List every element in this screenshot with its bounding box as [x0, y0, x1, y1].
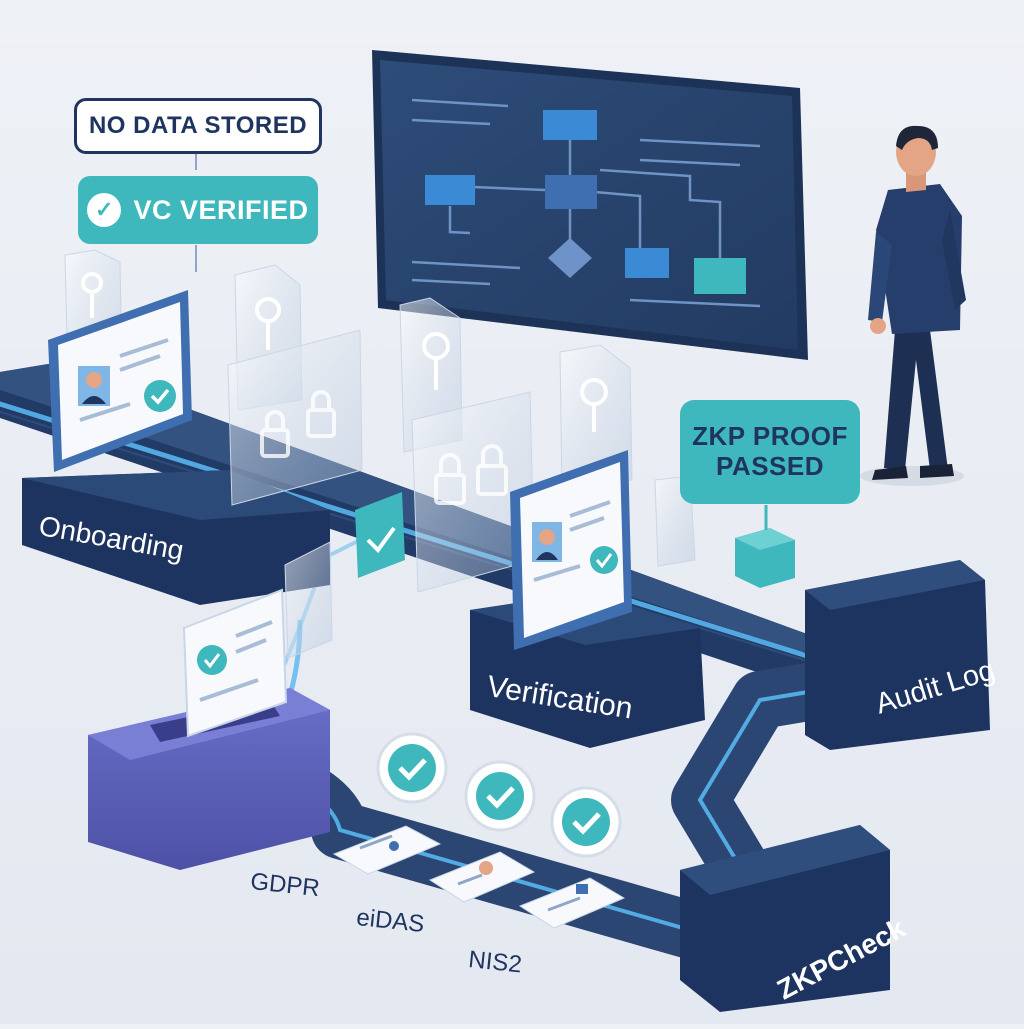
lower-documents — [332, 825, 626, 929]
check-tile — [355, 492, 405, 578]
id-card-verification — [510, 450, 632, 650]
check-icon — [590, 546, 618, 574]
vc-verified-text: VC VERIFIED — [133, 194, 309, 225]
padlock-icon — [260, 390, 336, 458]
padlock-icon — [434, 444, 508, 505]
glass-panels — [64, 249, 696, 659]
no-data-stored-tag: NO DATA STORED — [74, 98, 322, 154]
no-data-stored-text: NO DATA STORED — [88, 112, 308, 139]
flow-diamond — [548, 238, 592, 278]
zkp-proof-text: ZKP PROOF — [692, 421, 848, 452]
nis2-label: NIS2 — [467, 946, 524, 979]
check-icon — [144, 380, 176, 412]
compliance-checks — [376, 732, 622, 858]
station-audit-log — [805, 560, 990, 750]
flow-box-right — [625, 248, 669, 278]
zkp-proof-passed-tag: ZKP PROOF PASSED — [680, 400, 860, 504]
station-zkpcheck — [680, 825, 890, 1012]
flow-box-teal — [694, 258, 746, 294]
flow-box-top — [543, 110, 597, 140]
flow-box-center — [545, 175, 597, 209]
flowchart-icon — [411, 98, 761, 308]
belt-glow-upper — [0, 401, 823, 663]
id-card-onboarding — [48, 290, 192, 472]
person-figure — [860, 125, 966, 486]
id-card-purple-station — [182, 588, 288, 738]
flow-box-left — [425, 175, 475, 205]
vc-verified-tag: ✓ VC VERIFIED — [78, 176, 318, 244]
check-icon — [376, 732, 448, 804]
teal-cube — [735, 505, 795, 588]
check-icon — [464, 760, 536, 832]
check-icon: ✓ — [87, 193, 122, 227]
dashboard-screen — [372, 50, 808, 360]
check-icon — [197, 645, 227, 675]
check-icon — [550, 786, 622, 858]
zkp-passed-text: PASSED — [716, 451, 824, 481]
